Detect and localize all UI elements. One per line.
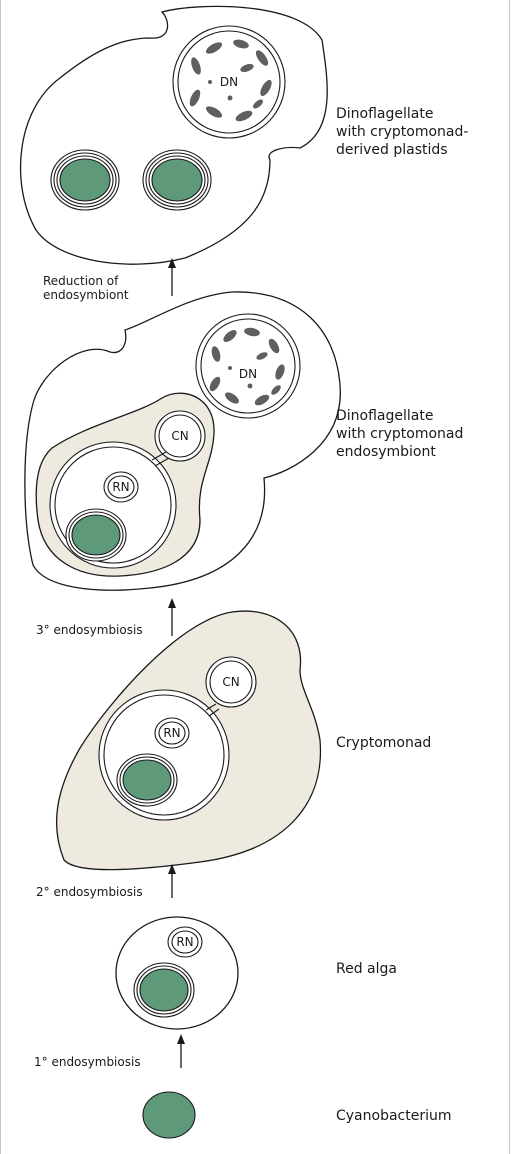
periplastid-compartment: RN bbox=[49, 441, 177, 569]
dinoflagellate-nucleus-2: DN bbox=[195, 313, 301, 419]
chromosomes bbox=[189, 39, 272, 122]
dinoflagellate-with-plastids-cell: DN bbox=[20, 5, 328, 265]
arrow-tertiary bbox=[168, 598, 176, 636]
chromosomes-2 bbox=[209, 327, 285, 406]
stage-label-line: with cryptomonad bbox=[336, 426, 463, 442]
stage-label-line: with cryptomonad- bbox=[336, 124, 468, 140]
stage-label-cyanobacterium: Cyanobacterium bbox=[336, 1108, 452, 1124]
stage-label-dinoflagellate-endosymbiont: Dinoflagellate with cryptomonad endosymb… bbox=[336, 408, 468, 460]
periplastid-compartment-2: RN bbox=[98, 689, 230, 821]
cryptomonad-cell: CN RN bbox=[55, 610, 322, 871]
dn-label: DN bbox=[220, 75, 238, 89]
stage-label-line: Dinoflagellate bbox=[336, 106, 433, 122]
cryptomonad-nucleus-2: CN bbox=[205, 656, 257, 708]
cryptomonad-endosymbiont: CN RN bbox=[35, 392, 215, 577]
plastid-cryptomonad bbox=[116, 753, 178, 807]
nucleomorph-2: RN bbox=[154, 717, 190, 749]
rn-label-3: RN bbox=[176, 935, 193, 949]
red-alga-nucleus: RN bbox=[167, 926, 203, 958]
arrow-reduction bbox=[168, 258, 176, 296]
step-label-line: endosymbiont bbox=[43, 288, 129, 302]
stage-label-red-alga: Red alga bbox=[336, 961, 397, 977]
stage-label-cryptomonad: Cryptomonad bbox=[336, 735, 431, 751]
step-label-reduction: Reduction of endosymbiont bbox=[43, 274, 129, 302]
step-label-secondary: 2° endosymbiosis bbox=[36, 885, 143, 899]
arrow-primary bbox=[177, 1034, 185, 1068]
cyanobacterium-cell bbox=[142, 1091, 196, 1139]
arrow-secondary bbox=[168, 864, 176, 898]
dn-label-2: DN bbox=[239, 367, 257, 381]
red-alga-cell: RN bbox=[115, 916, 239, 1030]
cn-label: CN bbox=[171, 429, 188, 443]
step-label-tertiary: 3° endosymbiosis bbox=[36, 623, 143, 637]
stage-label-dinoflagellate-plastids: Dinoflagellate with cryptomonad- derived… bbox=[336, 106, 473, 158]
stage-label-line: Dinoflagellate bbox=[336, 408, 433, 424]
plastid-endosymbiont bbox=[65, 508, 127, 562]
stage-label-line: endosymbiont bbox=[336, 444, 436, 460]
cryptomonad-nucleus: CN bbox=[154, 410, 206, 462]
plastid-red-alga bbox=[133, 962, 195, 1018]
dinoflagellate-with-endosymbiont-cell: DN CN RN bbox=[24, 291, 341, 591]
step-label-primary: 1° endosymbiosis bbox=[34, 1055, 141, 1069]
plastid-left bbox=[50, 149, 120, 211]
rn-label-2: RN bbox=[163, 726, 180, 740]
cn-label-2: CN bbox=[222, 675, 239, 689]
step-label-line: Reduction of bbox=[43, 274, 119, 288]
dinoflagellate-nucleus: DN bbox=[172, 25, 286, 139]
rn-label: RN bbox=[112, 480, 129, 494]
stage-label-line: derived plastids bbox=[336, 142, 448, 158]
plastid-right bbox=[142, 149, 212, 211]
nucleomorph: RN bbox=[103, 471, 139, 503]
